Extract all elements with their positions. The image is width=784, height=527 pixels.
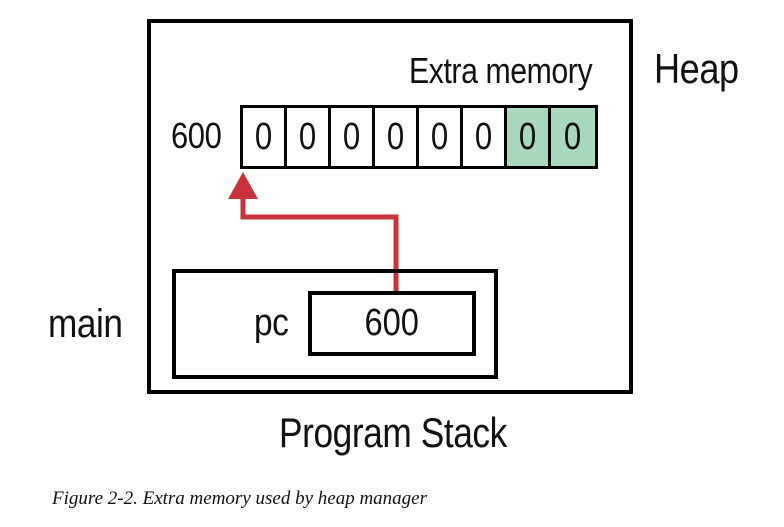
memory-cell-value: 0 <box>342 116 361 158</box>
memory-cell: 0 <box>375 108 419 166</box>
memory-cell-value: 0 <box>430 116 449 158</box>
heap-label: Heap <box>654 45 739 92</box>
memory-cell-value: 0 <box>564 116 582 158</box>
memory-cell: 0 <box>287 108 331 166</box>
extra-memory-cell: 0 <box>551 108 595 166</box>
main-stack-frame <box>172 269 498 379</box>
program-stack-label: Program Stack <box>279 409 507 456</box>
heap-address-label: 600 <box>171 115 222 156</box>
memory-cell-value: 0 <box>518 116 537 158</box>
pointer-arrowhead <box>228 172 258 199</box>
memory-cell: 0 <box>243 108 287 166</box>
pc-variable-label: pc <box>254 302 289 344</box>
pointer-arrow-line <box>240 198 399 291</box>
memory-cell-value: 0 <box>298 116 317 158</box>
memory-cell: 0 <box>331 108 375 166</box>
memory-cell: 0 <box>419 108 463 166</box>
figure-caption: Figure 2-2. Extra memory used by heap ma… <box>52 488 427 509</box>
pc-value: 600 <box>364 302 420 344</box>
memory-cell-value: 0 <box>474 116 493 158</box>
extra-memory-cell: 0 <box>507 108 551 166</box>
memory-cell: 0 <box>463 108 507 166</box>
extra-memory-label: Extra memory <box>409 50 593 91</box>
pc-value-box: 600 <box>308 291 476 356</box>
memory-cell-value: 0 <box>386 116 405 158</box>
main-frame-label: main <box>48 302 123 346</box>
memory-frame <box>147 19 633 394</box>
memory-cell-value: 0 <box>254 116 273 158</box>
